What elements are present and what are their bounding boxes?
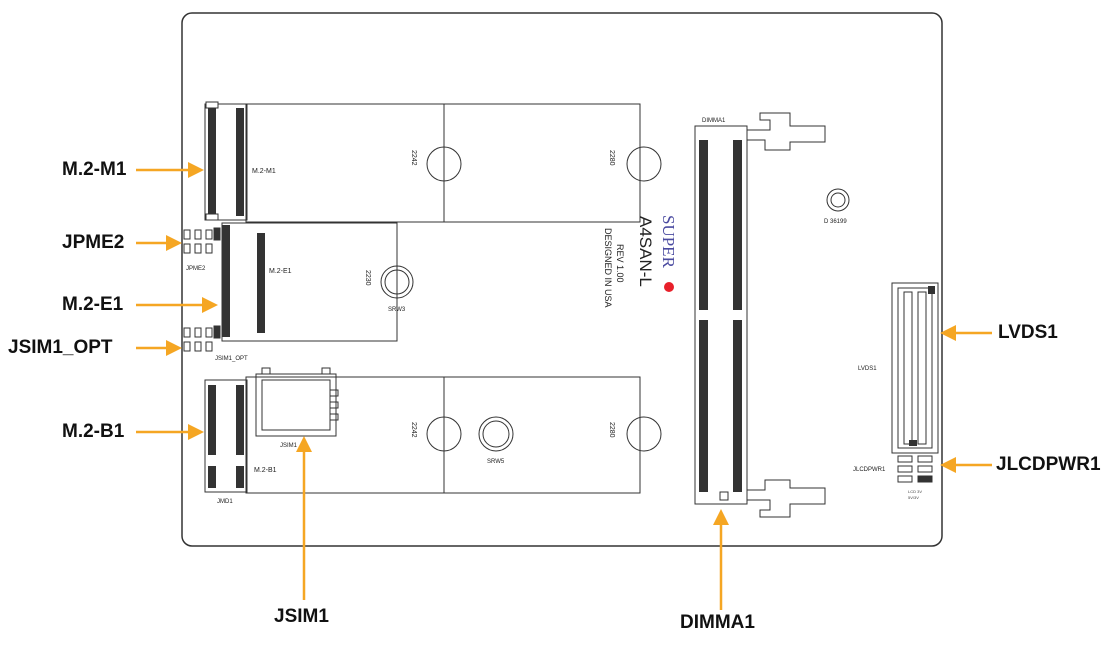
m2-b1-slot <box>245 376 662 494</box>
arrow-jlcdpwr1 <box>940 457 992 473</box>
silk-srw5: SRW5 <box>487 459 505 465</box>
rev-text: REV 1.00 <box>615 244 625 283</box>
callout-lvds1: LVDS1 <box>998 322 1058 343</box>
callout-jlcdpwr1: JLCDPWR1 <box>996 454 1101 475</box>
silk-2280-bottom: 2280 <box>608 422 615 438</box>
silk-lvds1: LVDS1 <box>858 366 877 372</box>
m2-m1-connector <box>204 101 248 221</box>
callout-jpme2: JPME2 <box>62 232 125 253</box>
board-name: A4SAN-L <box>636 216 655 287</box>
arrow-lvds1 <box>940 325 992 341</box>
callout-m2-m1: M.2-M1 <box>62 159 127 180</box>
brand-text: SUPER <box>659 215 678 269</box>
silk-jsim1-opt: JSIM1_OPT <box>215 356 248 362</box>
jsim1-sim-slot <box>255 367 339 437</box>
brand-dot <box>664 282 674 292</box>
jlcdpwr1-jumper <box>897 455 933 483</box>
silk-m2-b1: M.2-B1 <box>254 467 277 474</box>
callout-m2-b1: M.2-B1 <box>62 421 125 442</box>
silk-jpme2: JPME2 <box>186 266 206 272</box>
lvds1-connector <box>891 282 939 454</box>
silk-jlcdpwr1: JLCDPWR1 <box>853 467 886 473</box>
silk-jsim1: JSIM1 <box>280 443 298 449</box>
silk-srw3: SRW3 <box>388 307 406 313</box>
arrow-jsim1 <box>296 436 312 600</box>
callout-jsim1-opt: JSIM1_OPT <box>8 337 113 358</box>
m2-e1-connector <box>222 225 265 337</box>
silk-m2-m1: M.2-M1 <box>252 168 276 175</box>
callout-dimma1: DIMMA1 <box>680 612 755 633</box>
m2-b1-connector <box>204 379 248 493</box>
callout-jsim1: JSIM1 <box>274 606 329 627</box>
m2-m1-slot <box>245 103 662 223</box>
silk-2280-top: 2280 <box>608 150 615 166</box>
designed-text: DESIGNED IN USA <box>603 228 613 308</box>
silk-2242-bottom: 2242 <box>410 422 417 438</box>
silk-jmd1: JMD1 <box>217 499 233 505</box>
arrow-m2-b1 <box>136 424 204 440</box>
callout-m2-e1: M.2-E1 <box>62 294 124 315</box>
arrow-m2-e1 <box>136 297 218 313</box>
arrow-m2-m1 <box>136 162 204 178</box>
silk-dimma1: DIMMA1 <box>702 118 726 124</box>
silk-m2-e1: M.2-E1 <box>269 268 292 275</box>
jpme2-jumper <box>183 227 221 254</box>
silk-batt: D 36199 <box>824 219 847 225</box>
silk-lcd-note-2: 5V/3V <box>908 495 919 500</box>
jsim1-opt-jumper <box>183 325 221 352</box>
dimma1-slot <box>694 112 826 518</box>
board-outline <box>181 12 943 547</box>
silk-2242-top: 2242 <box>410 150 417 166</box>
arrow-jsim1-opt <box>136 340 182 356</box>
brand-block: SUPER <box>659 215 678 292</box>
board-name-block: A4SAN-L <box>636 216 655 287</box>
arrow-dimma1 <box>713 509 729 610</box>
silk-lcd-note-1: LCD 3V <box>908 489 922 494</box>
battery-holder <box>826 188 850 212</box>
silk-2230: 2230 <box>364 270 371 286</box>
arrow-jpme2 <box>136 235 182 251</box>
